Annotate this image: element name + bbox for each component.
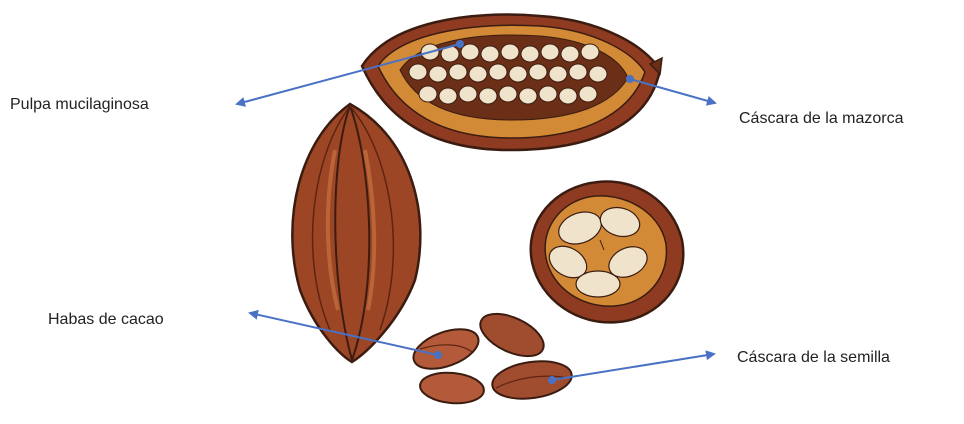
cacao-pod-half-icon bbox=[362, 15, 662, 150]
pod-bean bbox=[499, 86, 517, 102]
pod-bean bbox=[481, 46, 499, 62]
pod-bean bbox=[459, 86, 477, 102]
pod-bean bbox=[581, 44, 599, 60]
pod-bean bbox=[529, 64, 547, 80]
pod-bean bbox=[569, 64, 587, 80]
cacao-seed-icon bbox=[474, 305, 550, 365]
pod-bean bbox=[429, 66, 447, 82]
pod-bean bbox=[541, 44, 559, 60]
label-cascara-semilla: Cáscara de la semilla bbox=[737, 349, 890, 367]
pod-bean bbox=[561, 46, 579, 62]
label-habas-cacao: Habas de cacao bbox=[48, 311, 164, 329]
pod-bean bbox=[521, 46, 539, 62]
pod-bean bbox=[461, 44, 479, 60]
pod-bean bbox=[469, 66, 487, 82]
pod-bean bbox=[539, 86, 557, 102]
cacao-seed-icon bbox=[490, 357, 574, 404]
pod-bean bbox=[489, 64, 507, 80]
pod-bean bbox=[409, 64, 427, 80]
pod-bean bbox=[501, 44, 519, 60]
label-pulpa-mucilaginosa: Pulpa mucilaginosa bbox=[10, 96, 149, 114]
pod-bean bbox=[419, 86, 437, 102]
pod-bean bbox=[439, 88, 457, 104]
cacao-seed-icon bbox=[419, 370, 485, 405]
cacao-cross-section-icon bbox=[531, 182, 684, 323]
arrow-cascara-semilla bbox=[552, 354, 714, 380]
pod-bean bbox=[449, 64, 467, 80]
cacao-seeds bbox=[408, 305, 574, 406]
cacao-pod-whole-icon bbox=[292, 104, 420, 362]
pod-bean bbox=[579, 86, 597, 102]
pod-bean bbox=[509, 66, 527, 82]
cacao-seed-icon bbox=[408, 321, 484, 376]
label-cascara-mazorca: Cáscara de la mazorca bbox=[739, 110, 904, 128]
pod-bean bbox=[589, 66, 607, 82]
pod-bean bbox=[559, 88, 577, 104]
pod-bean bbox=[549, 66, 567, 82]
pod-bean bbox=[479, 88, 497, 104]
pod-bean bbox=[519, 88, 537, 104]
